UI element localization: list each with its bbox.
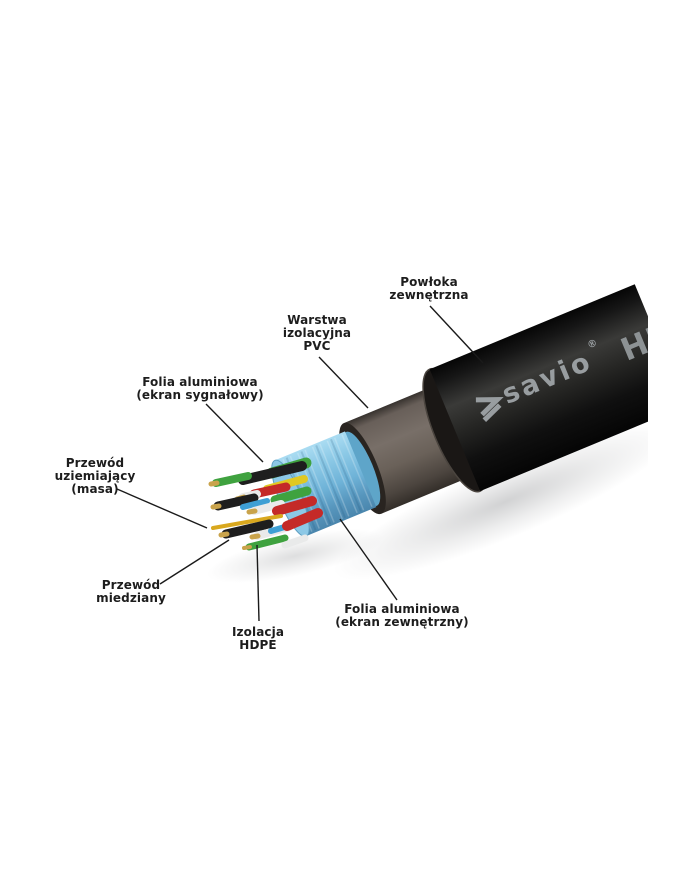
wire-red-2 <box>272 496 317 516</box>
label-warstwa-izolacyjna-pvc: Warstwa izolacyjna PVC <box>283 314 351 353</box>
label-line: HDPE <box>239 638 277 652</box>
label-line: Folia aluminiowa <box>344 602 460 616</box>
label-przewod-uziemiajacy: Przewód uziemiający (masa) <box>55 457 136 496</box>
label-line: zewnętrzna <box>389 288 469 302</box>
leader-lines <box>116 305 484 622</box>
label-line: Przewód <box>65 456 125 470</box>
copper-tip <box>208 480 220 487</box>
copper-tip <box>210 503 222 510</box>
label-folia-aluminiowa-zewnetrzny: Folia aluminiowa (ekran zewnętrzny) <box>335 603 469 629</box>
label-line: Przewód <box>101 578 161 592</box>
label-line: Izolacja <box>231 625 285 639</box>
label-powloka-zewnetrzna: Powłoka zewnętrzna <box>389 276 468 302</box>
wire-white-4 <box>281 534 309 549</box>
label-line: Warstwa <box>287 313 347 327</box>
leader-line-przewod-miedziany <box>159 539 230 585</box>
copper-tip <box>218 531 230 538</box>
leader-line-izolacja-hdpe <box>256 544 260 622</box>
wire-white-2 <box>250 500 285 515</box>
leader-line-powloka-zewnetrzna <box>429 305 484 364</box>
wire-black-top <box>238 461 307 485</box>
label-folia-aluminiowa-sygnalowy: Folia aluminiowa (ekran sygnałowy) <box>136 376 263 402</box>
wire-green-left <box>212 472 252 487</box>
wire-ground-bare <box>211 514 283 530</box>
registered-mark: ® <box>586 337 599 351</box>
label-izolacja-hdpe: Izolacja HDPE <box>232 626 284 652</box>
copper-tip <box>249 533 261 540</box>
wire-blue-1 <box>240 498 270 510</box>
copper-tip <box>242 545 252 550</box>
label-line: (ekran sygnałowy) <box>136 388 264 402</box>
label-line: (ekran zewnętrzny) <box>335 615 469 629</box>
label-line: (masa) <box>71 482 119 496</box>
leader-line-przewod-uziemiajacy <box>116 488 208 529</box>
cable-shadow <box>206 423 648 584</box>
savio-logo-underline-icon <box>482 403 502 422</box>
label-line: izolacyjna <box>282 326 352 340</box>
wire-black-3 <box>221 519 274 539</box>
wire-black-2 <box>213 493 259 511</box>
photo-area: savio ® HI <box>206 284 648 584</box>
wire-green-bottom <box>245 534 289 551</box>
leader-line-folia-aluminiowa-sygnalowy <box>205 403 264 463</box>
outer-jacket <box>429 284 648 492</box>
cable-body: savio ® HI <box>271 284 648 537</box>
leader-line-warstwa-izolacyjna-pvc <box>318 356 369 409</box>
label-line: PVC <box>303 339 331 353</box>
wire-green-mid <box>270 486 312 505</box>
label-line: miedziany <box>96 591 166 605</box>
label-przewod-miedziany: Przewód miedziany <box>96 579 166 605</box>
wire-red-3 <box>282 508 323 531</box>
label-line: uziemiający <box>54 469 136 483</box>
leader-line-folia-aluminiowa-zewnetrzny <box>339 518 398 601</box>
savio-logo-icon <box>475 396 504 417</box>
label-line: Powłoka <box>400 275 458 289</box>
copper-tip <box>246 508 258 515</box>
shadow-under-wires <box>206 528 384 584</box>
label-line: Folia aluminiowa <box>142 375 258 389</box>
wire-bundle <box>208 457 323 551</box>
shadow-under-cable <box>333 423 648 581</box>
